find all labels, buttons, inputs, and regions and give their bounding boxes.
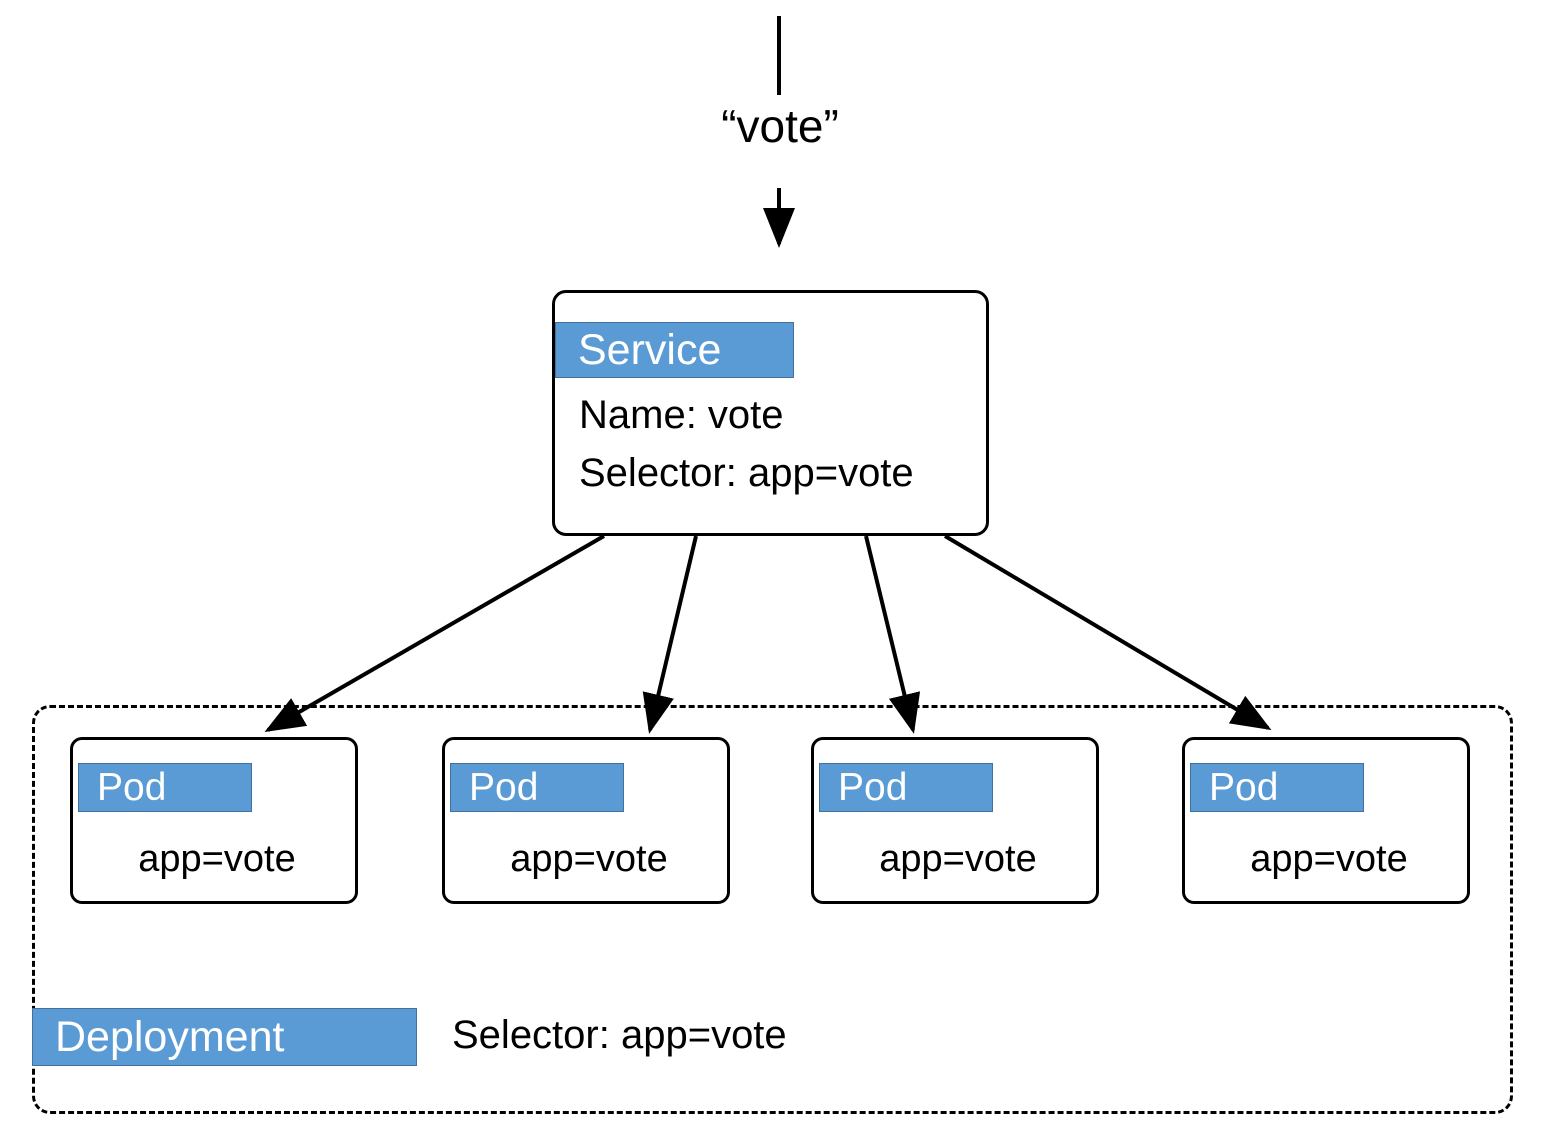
service-to-pod-3-arrow <box>864 535 921 734</box>
pod-label: app=vote <box>1250 838 1408 880</box>
pod-box[interactable]: Pod app=vote <box>442 737 730 904</box>
service-name-line: Name: vote <box>579 393 784 437</box>
pod-box[interactable]: Pod app=vote <box>70 737 358 904</box>
pod-box[interactable]: Pod app=vote <box>1182 737 1470 904</box>
pod-badge: Pod <box>450 763 624 812</box>
pod-badge: Pod <box>1190 763 1364 812</box>
service-to-pod-2-arrow <box>642 535 698 734</box>
service-box[interactable]: Service Name: vote Selector: app=vote <box>552 290 989 536</box>
service-to-pod-1-arrow <box>264 534 606 733</box>
deployment-container <box>32 705 1513 1114</box>
deployment-selector-line: Selector: app=vote <box>452 1013 787 1057</box>
service-to-pod-4-arrow <box>943 534 1272 731</box>
deployment-badge: Deployment <box>32 1008 417 1066</box>
service-badge: Service <box>555 322 794 378</box>
ingress-label: “vote” <box>721 100 839 152</box>
pod-box[interactable]: Pod app=vote <box>811 737 1099 904</box>
pod-label: app=vote <box>510 838 668 880</box>
pod-badge: Pod <box>819 763 993 812</box>
pod-label: app=vote <box>879 838 1037 880</box>
service-selector-line: Selector: app=vote <box>579 451 914 495</box>
pod-badge: Pod <box>78 763 252 812</box>
pod-label: app=vote <box>138 838 296 880</box>
